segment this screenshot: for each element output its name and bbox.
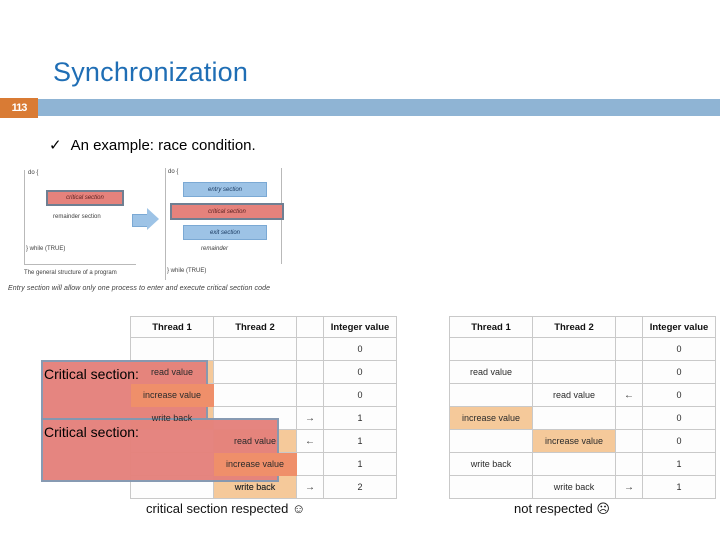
cell-thread2: increase value xyxy=(532,429,616,453)
cell-thread2: read value xyxy=(532,383,616,407)
cell-thread1 xyxy=(449,429,533,453)
col-header-thread1: Thread 1 xyxy=(449,316,533,338)
right-remainder-label: remainder xyxy=(201,246,229,252)
cell-integer-value: 1 xyxy=(323,406,397,430)
cell-integer-value: 1 xyxy=(642,452,716,476)
cell-integer-value: 0 xyxy=(642,337,716,361)
table-row: increase value 0 xyxy=(449,406,716,430)
cell-arrow: → xyxy=(296,406,324,430)
diagram-caption: Entry section will allow only one proces… xyxy=(8,285,271,292)
table-row: write back→1 xyxy=(449,475,716,499)
cell-thread1: write back xyxy=(449,452,533,476)
cell-thread1 xyxy=(449,337,533,361)
cell-thread2 xyxy=(532,337,616,361)
col-header-arrow xyxy=(615,316,643,338)
cell-integer-value: 0 xyxy=(642,406,716,430)
left-remainder-label: remainder section xyxy=(53,214,101,220)
cell-thread1 xyxy=(130,337,214,361)
cell-integer-value: 0 xyxy=(642,360,716,384)
cell-thread2 xyxy=(213,337,297,361)
cell-arrow xyxy=(615,360,643,384)
highlighted-step-label: write back xyxy=(234,482,276,492)
cell-arrow xyxy=(615,452,643,476)
col-header-arrow xyxy=(296,316,324,338)
cell-thread2 xyxy=(532,406,616,430)
diagram-left-rule xyxy=(24,170,25,264)
table-row: 0 xyxy=(449,337,716,361)
highlighted-step-label: read value xyxy=(233,436,277,446)
cell-integer-value: 2 xyxy=(323,475,397,499)
cell-arrow xyxy=(296,383,324,407)
cell-thread2 xyxy=(532,360,616,384)
cell-integer-value: 1 xyxy=(323,452,397,476)
cell-integer-value: 1 xyxy=(323,429,397,453)
critical-section-overlay-label-2: Critical section: xyxy=(44,424,139,440)
right-while-label: } while (TRUE) xyxy=(167,268,207,274)
cell-integer-value: 1 xyxy=(642,475,716,499)
highlighted-step-label: increase value xyxy=(213,452,297,476)
caption-left: critical section respected ☺ xyxy=(146,501,306,516)
cell-thread1 xyxy=(449,475,533,499)
cell-arrow xyxy=(615,406,643,430)
page-number-badge: 113 xyxy=(0,98,38,118)
program-structure-diagram: do { critical section remainder section … xyxy=(8,168,286,296)
cell-integer-value: 0 xyxy=(323,360,397,384)
cell-thread2 xyxy=(213,383,297,407)
flow-arrow-head-icon xyxy=(147,208,159,230)
table-row: 0 xyxy=(130,337,397,361)
entry-section-box: entry section xyxy=(183,182,267,197)
cell-thread2 xyxy=(532,452,616,476)
highlighted-step-label: increase value xyxy=(130,383,214,407)
highlighted-step-label: read value xyxy=(150,367,194,377)
cell-arrow xyxy=(296,337,324,361)
col-header-thread1: Thread 1 xyxy=(130,316,214,338)
left-do-label: do { xyxy=(28,170,39,176)
bullet-text: An example: race condition. xyxy=(70,137,256,154)
cell-arrow: → xyxy=(296,475,324,499)
caption-right: not respected ☹ xyxy=(514,501,610,516)
exit-section-box: exit section xyxy=(183,225,267,240)
cell-thread2: write back xyxy=(532,475,616,499)
right-critical-section-box: critical section xyxy=(170,203,284,220)
table-row: write back 1 xyxy=(449,452,716,476)
left-while-label: } while (TRUE) xyxy=(26,246,66,252)
col-header-thread2: Thread 2 xyxy=(532,316,616,338)
cell-arrow: → xyxy=(615,475,643,499)
diagram-left-underline xyxy=(24,264,136,265)
cell-thread2 xyxy=(213,360,297,384)
page-title: Synchronization xyxy=(53,57,249,87)
col-header-thread2: Thread 2 xyxy=(213,316,297,338)
col-header-integer-value: Integer value xyxy=(323,316,397,338)
table-row: read value 0 xyxy=(449,360,716,384)
cell-arrow xyxy=(615,337,643,361)
cell-arrow: ← xyxy=(296,429,324,453)
cell-thread1: read value xyxy=(449,360,533,384)
header-accent-bar xyxy=(0,99,720,116)
cell-arrow xyxy=(296,360,324,384)
critical-section-overlay-label-1: Critical section: xyxy=(44,366,139,382)
diagram-right-rule-left xyxy=(165,168,166,280)
checkmark-icon: ✓ xyxy=(49,137,62,154)
highlighted-step-label: write back xyxy=(151,413,193,423)
table-row: increase value 0 xyxy=(449,429,716,453)
cell-arrow: ← xyxy=(615,383,643,407)
cell-integer-value: 0 xyxy=(323,337,397,361)
cell-integer-value: 0 xyxy=(642,383,716,407)
bullet-item: ✓ An example: race condition. xyxy=(49,136,256,154)
col-header-integer-value: Integer value xyxy=(642,316,716,338)
cell-arrow xyxy=(296,452,324,476)
cell-arrow xyxy=(615,429,643,453)
table-row: read value←0 xyxy=(449,383,716,407)
cell-thread1: increase value xyxy=(449,406,533,430)
left-critical-section-box: critical section xyxy=(46,190,124,206)
left-structure-caption: The general structure of a program xyxy=(24,270,117,276)
cell-integer-value: 0 xyxy=(642,429,716,453)
cell-integer-value: 0 xyxy=(323,383,397,407)
cell-thread1 xyxy=(449,383,533,407)
right-do-label: do { xyxy=(168,169,179,175)
